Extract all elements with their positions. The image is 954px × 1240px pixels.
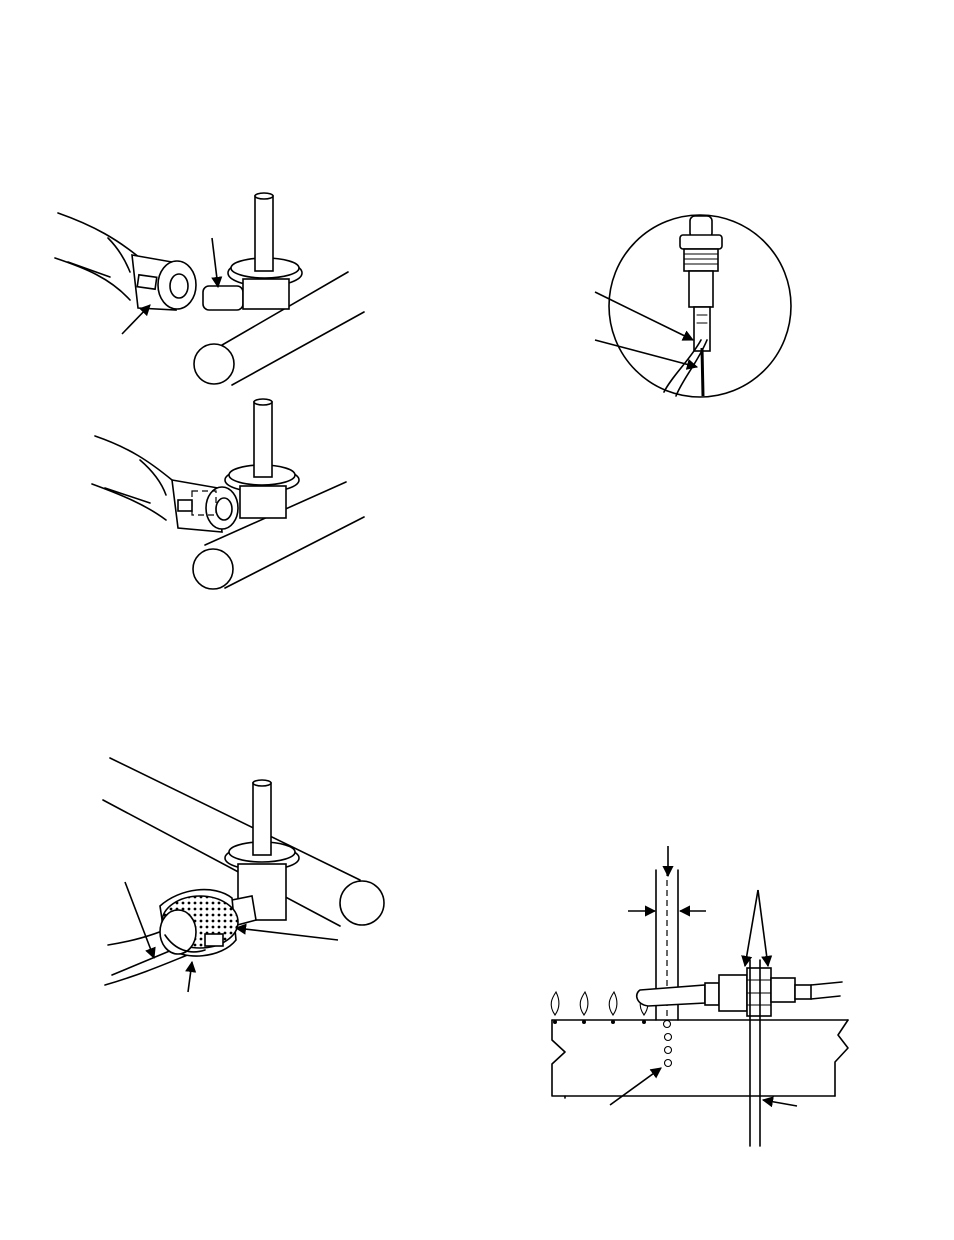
figure-burner-tube-inserted <box>92 399 364 589</box>
figure-igniter-detail <box>595 215 791 397</box>
figure-burner-screen <box>103 758 384 992</box>
figure-pilot-gap <box>551 846 848 1146</box>
figure-burner-tube-before <box>55 193 364 385</box>
